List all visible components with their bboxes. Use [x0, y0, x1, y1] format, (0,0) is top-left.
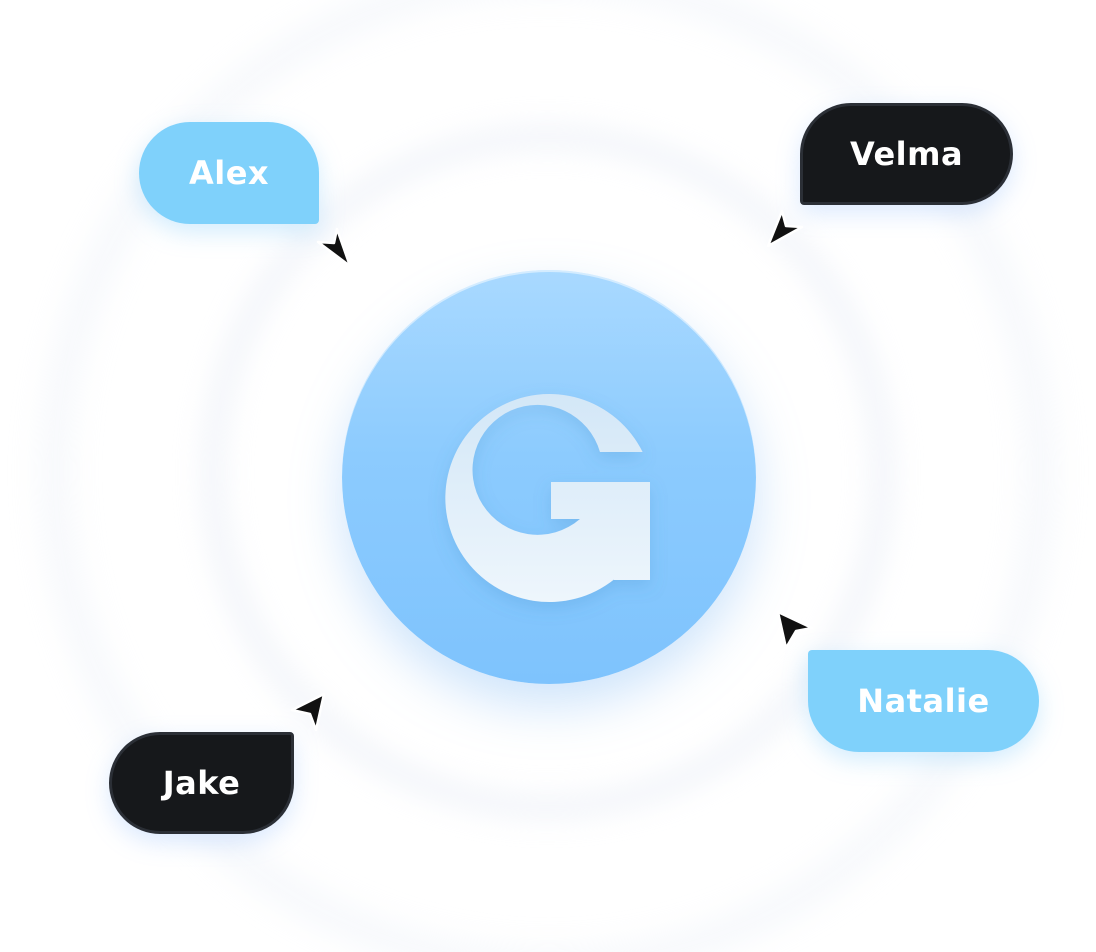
user-name-jake: Jake [162, 764, 241, 802]
user-bubble-alex: Alex [139, 122, 319, 224]
cursor-arrow-icon [764, 206, 808, 250]
logo-g-icon [445, 394, 650, 603]
user-bubble-natalie: Natalie [808, 650, 1039, 752]
cursor-arrow-icon [286, 690, 330, 734]
logo-circle [342, 270, 756, 684]
cursor-arrow-icon [772, 608, 816, 652]
cursor-arrow-icon [310, 226, 354, 270]
user-name-alex: Alex [188, 154, 270, 192]
user-name-velma: Velma [849, 135, 964, 173]
user-bubble-jake: Jake [109, 732, 294, 834]
user-name-natalie: Natalie [857, 682, 990, 720]
user-bubble-velma: Velma [800, 103, 1013, 205]
